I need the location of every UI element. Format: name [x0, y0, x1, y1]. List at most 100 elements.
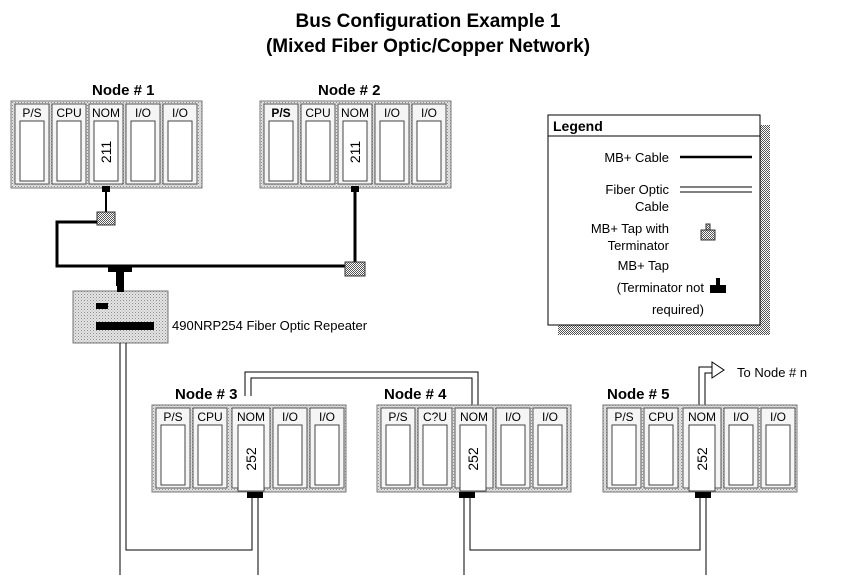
node-4-slots: P/S C?U NOM 252 I/O I/O [380, 407, 568, 492]
legend-tap-line-2: (Terminator not [617, 280, 705, 295]
node-4-slot-window [422, 424, 448, 486]
node-5-slot-window [611, 424, 637, 486]
node-2-slot-window [305, 120, 331, 182]
node-4-slot-label: P/S [388, 410, 407, 424]
node-4-slot-label: I/O [505, 410, 521, 424]
node-1-slot-label: I/O [172, 106, 188, 120]
legend-tap-terminator-line-2: Terminator [608, 238, 670, 253]
node-1-slot-window [167, 120, 193, 182]
node-4-slot-label: C?U [423, 410, 447, 424]
node-1-slot-label: CPU [56, 106, 81, 120]
node-4-slot-window [537, 424, 563, 486]
legend-mb-cable-label: MB+ Cable [604, 150, 669, 165]
node-2-slots: P/S CPU NOM 211 I/O I/O [263, 103, 447, 185]
to-node-n-arrow-icon [711, 361, 725, 379]
node-1-rack: Node # 1 P/S CPU NOM 211 I/O I/O [10, 82, 203, 189]
node-5-slot-window [728, 424, 754, 486]
node-5-slot-label: CPU [648, 410, 673, 424]
legend-tap-line-1: MB+ Tap [618, 258, 669, 273]
node-1-slot-window [19, 120, 45, 182]
tap-with-terminator-node-1 [96, 211, 116, 226]
node-2-rack: Node # 2 P/S CPU NOM 211 I/O I/O [259, 82, 452, 189]
node-3-fiber-port [247, 492, 263, 498]
legend-tap-terminator-stem [705, 223, 711, 231]
node-2-slot-window [268, 120, 294, 182]
node-4-slot-window [385, 424, 411, 486]
node-3-slot-window [314, 424, 340, 486]
diagram-title-line-2: (Mixed Fiber Optic/Copper Network) [266, 36, 590, 57]
diagram-title-line-1: Bus Configuration Example 1 [296, 11, 561, 32]
mb-plus-trunk-cable [55, 220, 354, 268]
node-4-label: Node # 4 [384, 386, 447, 403]
node-2-label: Node # 2 [318, 82, 381, 99]
node-1-label: Node # 1 [92, 82, 155, 99]
node-1-port [102, 186, 110, 192]
node-3-module-number: 252 [243, 447, 259, 471]
legend-title: Legend [553, 118, 603, 134]
node-5-slots: P/S CPU NOM 252 I/O I/O [606, 407, 796, 492]
node-5-slot-label: I/O [733, 410, 749, 424]
node-3-slot-label: NOM [237, 410, 265, 424]
legend-tap-terminator-line-1: MB+ Tap with [591, 221, 669, 236]
node-2-slot-label: NOM [341, 106, 369, 120]
node-4-fiber-port [459, 492, 475, 498]
node-1-slot-label: P/S [22, 106, 41, 120]
node-3-slots: P/S CPU NOM 252 I/O I/O [155, 407, 345, 492]
node-3-slot-window [197, 424, 223, 486]
fiber-node-4-to-5 [469, 497, 701, 551]
fiber-node-5-up-inner [704, 372, 712, 405]
legend-fiber-label-line-2: Cable [635, 199, 669, 214]
node-3-slot-label: I/O [319, 410, 335, 424]
node-4-nom-module [459, 424, 487, 492]
repeater-label: 490NRP254 Fiber Optic Repeater [172, 318, 368, 333]
tap-with-terminator-node-2 [344, 261, 366, 277]
node-1-slot-window [130, 120, 156, 182]
repeater-indicator [96, 303, 108, 309]
repeater-port-bar [96, 322, 154, 330]
node-3-label: Node # 3 [175, 386, 238, 403]
node-4-slot-label: NOM [460, 410, 488, 424]
mb-plus-tap-repeater [108, 266, 132, 286]
node-1-module-number: 211 [98, 141, 114, 164]
node-5-label: Node # 5 [607, 386, 670, 403]
legend-tap-line-3: required) [652, 302, 704, 317]
fiber-repeater-to-node-3 [125, 343, 253, 551]
legend-tap-terminator-body [700, 229, 716, 241]
node-4-slot-window [500, 424, 526, 486]
legend-tap-symbol [710, 278, 726, 293]
node-3-rack: Node # 3 P/S CPU NOM 252 I/O I/O [151, 386, 347, 498]
node-5-fiber-port [695, 492, 711, 498]
node-4-slot-label: I/O [542, 410, 558, 424]
node-5-nom-module [688, 424, 716, 492]
to-node-n-label: To Node # n [737, 365, 807, 380]
node-3-slot-window [160, 424, 186, 486]
legend-fiber-label-line-1: Fiber Optic [605, 182, 669, 197]
node-2-module-number: 211 [347, 141, 363, 164]
node-3-slot-label: I/O [282, 410, 298, 424]
mb-plus-copper-cabling [55, 186, 366, 286]
node-5-slot-window [765, 424, 791, 486]
node-2-slot-label: I/O [421, 106, 437, 120]
node-1-slots: P/S CPU NOM 211 I/O I/O [14, 103, 198, 185]
fiber-optic-repeater: 490NRP254 Fiber Optic Repeater [72, 286, 368, 344]
node-2-slot-window [416, 120, 442, 182]
node-5-slot-label: NOM [688, 410, 716, 424]
node-5-rack: Node # 5 P/S CPU NOM 252 I/O I/O [602, 386, 798, 498]
fiber-optic-cabling [119, 343, 725, 575]
node-5-slot-window [648, 424, 674, 486]
repeater-copper-port [117, 286, 124, 292]
node-1-slot-window [56, 120, 82, 182]
node-5-module-number: 252 [694, 447, 710, 471]
node-2-slot-label: I/O [384, 106, 400, 120]
node-2-slot-label: CPU [305, 106, 330, 120]
node-3-slot-label: P/S [163, 410, 182, 424]
node-5-slot-label: P/S [614, 410, 633, 424]
node-2-slot-window [379, 120, 405, 182]
fiber-node-5-up-outer [698, 366, 712, 405]
node-4-rack: Node # 4 P/S C?U NOM 252 I/O I/O [376, 386, 572, 498]
node-3-slot-window [277, 424, 303, 486]
node-1-slot-label: I/O [135, 106, 151, 120]
node-3-nom-module [237, 424, 265, 492]
node-5-slot-label: I/O [770, 410, 786, 424]
fiber-node-3-to-4-outer [244, 371, 479, 405]
